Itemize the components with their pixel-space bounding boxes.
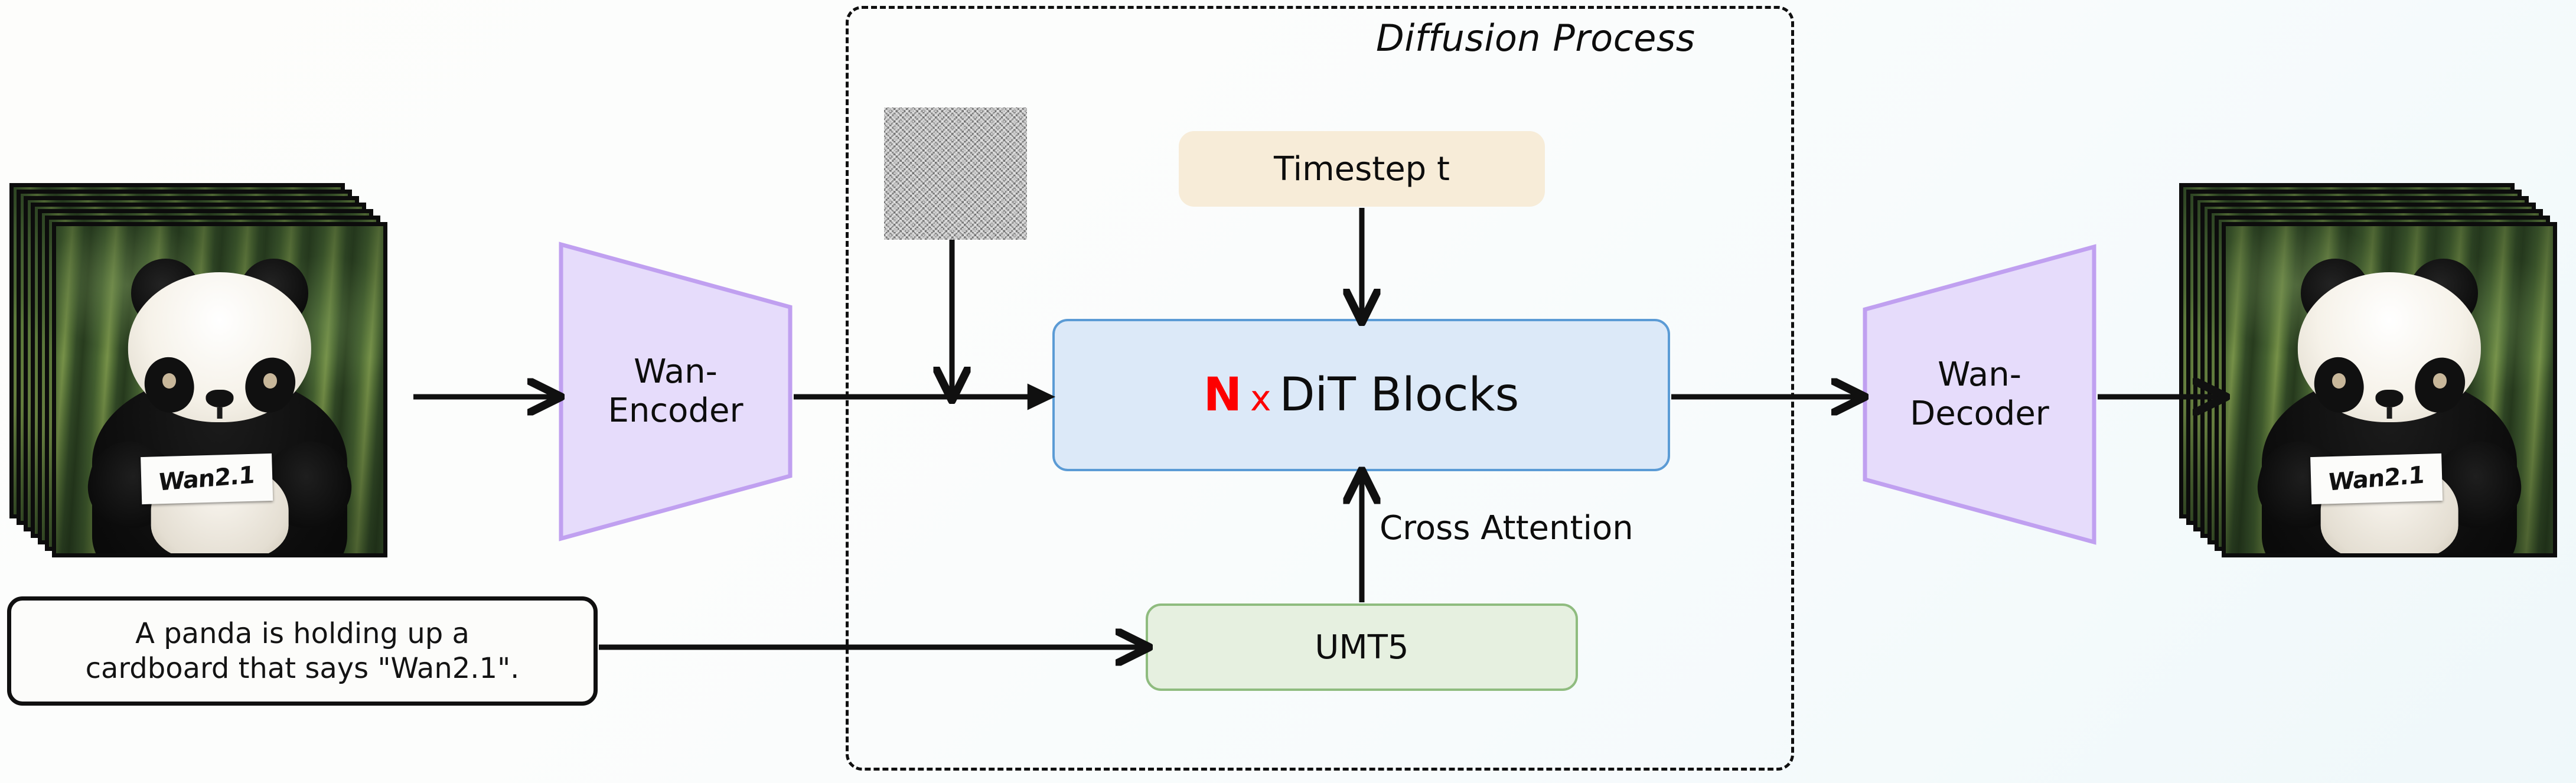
dit-repeat-count: N: [1203, 368, 1242, 422]
output-video-frame-stack: Wan2.1: [2179, 183, 2557, 561]
cardboard-sign-text: Wan2.1: [2327, 461, 2425, 497]
wan-encoder-label-line1: Wan-: [634, 352, 718, 391]
text-prompt-box: A panda is holding up a cardboard that s…: [7, 596, 598, 706]
timestep-label: Timestep t: [1274, 149, 1450, 188]
input-video-frame-stack: Wan2.1: [9, 183, 387, 561]
gaussian-noise-patch: [884, 107, 1027, 240]
diffusion-process-label: Diffusion Process: [1376, 17, 1695, 60]
panda-illustration: [2226, 226, 2553, 553]
cross-attention-label: Cross Attention: [1380, 509, 1633, 547]
wan-encoder-node: Wan- Encoder: [557, 241, 794, 542]
panda-illustration: [56, 226, 383, 553]
cardboard-sign: Wan2.1: [2310, 453, 2443, 505]
wan-encoder-label: Wan- Encoder: [608, 353, 744, 430]
wan-decoder-label-line1: Wan-: [1938, 355, 2021, 394]
video-frame-front: Wan2.1: [52, 222, 387, 557]
cardboard-sign-text: Wan2.1: [158, 461, 256, 497]
wan-decoder-node: Wan- Decoder: [1861, 243, 2098, 546]
umt5-label: UMT5: [1315, 628, 1409, 667]
wan-decoder-label: Wan- Decoder: [1910, 355, 2049, 433]
diffusion-process-region: [846, 6, 1794, 771]
trapezoid-shape: [1863, 244, 2096, 545]
timestep-node: Timestep t: [1179, 131, 1545, 207]
text-prompt-content: A panda is holding up a cardboard that s…: [86, 616, 520, 686]
wan-encoder-label-line2: Encoder: [608, 392, 744, 430]
prompt-line-1: A panda is holding up a: [135, 616, 469, 650]
dit-multiply-symbol: x: [1250, 378, 1271, 419]
trapezoid-shape: [559, 242, 793, 541]
wan-decoder-label-line2: Decoder: [1910, 394, 2049, 433]
umt5-text-encoder-node: UMT5: [1146, 603, 1578, 691]
dit-blocks-text: DiT Blocks: [1279, 368, 1519, 422]
prompt-line-2: cardboard that says "Wan2.1".: [85, 651, 520, 685]
video-frame-front: Wan2.1: [2222, 222, 2557, 557]
cardboard-sign: Wan2.1: [140, 453, 273, 505]
